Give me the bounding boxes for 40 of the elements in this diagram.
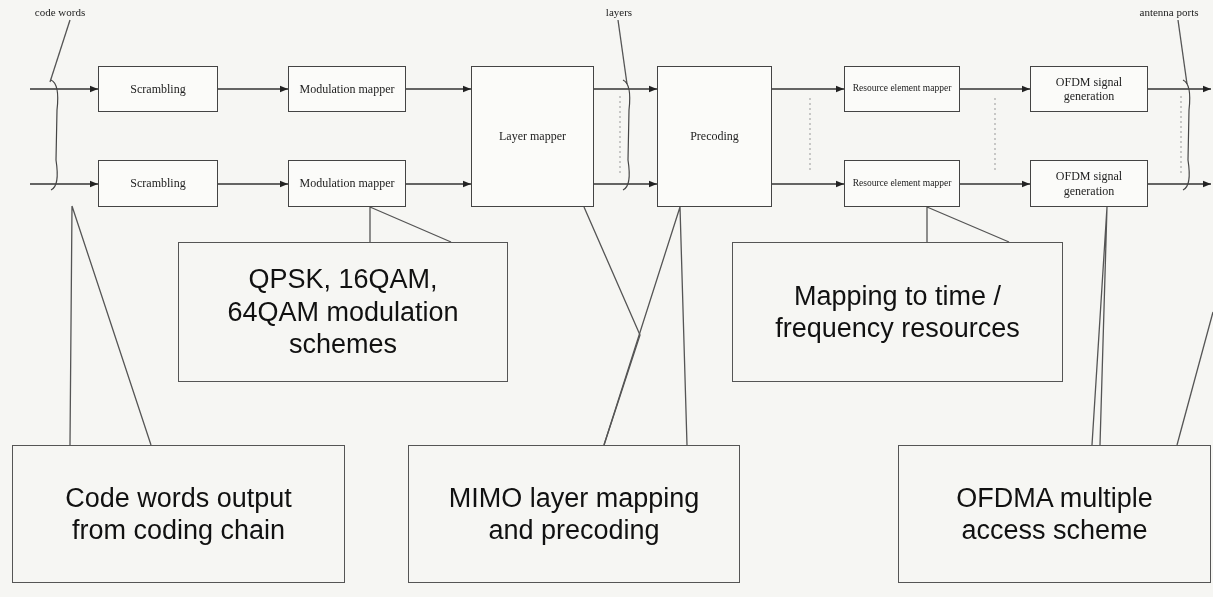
callout-box: OFDMA multiple access scheme [898,445,1211,583]
leader-line [49,19,71,83]
arrow [771,85,845,93]
process-box: Resource element mapper [844,66,960,112]
leader-line [1177,19,1188,85]
arrow [29,180,99,188]
callout-pointer [1091,206,1108,446]
arrow [1147,85,1212,93]
process-box: Modulation mapper [288,160,406,207]
arrow [405,180,472,188]
process-box: Layer mapper [471,66,594,207]
annotation-text: layers [597,4,641,20]
process-box: OFDM signal generation [1030,66,1148,112]
arrow [1147,180,1212,188]
arrow [771,180,845,188]
arrow [405,85,472,93]
callout-pointer [69,205,152,446]
callout-pointer [603,206,688,446]
arrow [29,85,99,93]
callout-box: Mapping to time / frequency resources [732,242,1063,382]
callout-box: MIMO layer mapping and precoding [408,445,740,583]
callout-box: Code words output from coding chain [12,445,345,583]
arrow [217,85,289,93]
arrow [959,180,1031,188]
process-box: Scrambling [98,66,218,112]
process-box: Precoding [657,66,772,207]
annotation-text: code words [24,4,96,20]
callout-pointer [369,206,452,243]
callout-box: QPSK, 16QAM, 64QAM modulation schemes [178,242,508,382]
leader-line [617,19,628,85]
callout-pointer [926,206,1010,243]
process-box: Resource element mapper [844,160,960,207]
process-box: OFDM signal generation [1030,160,1148,207]
arrow [593,85,658,93]
process-box: Modulation mapper [288,66,406,112]
arrow [593,180,658,188]
annotation-text: antenna ports [1128,4,1210,20]
process-box: Scrambling [98,160,218,207]
arrow [959,85,1031,93]
arrow [217,180,289,188]
